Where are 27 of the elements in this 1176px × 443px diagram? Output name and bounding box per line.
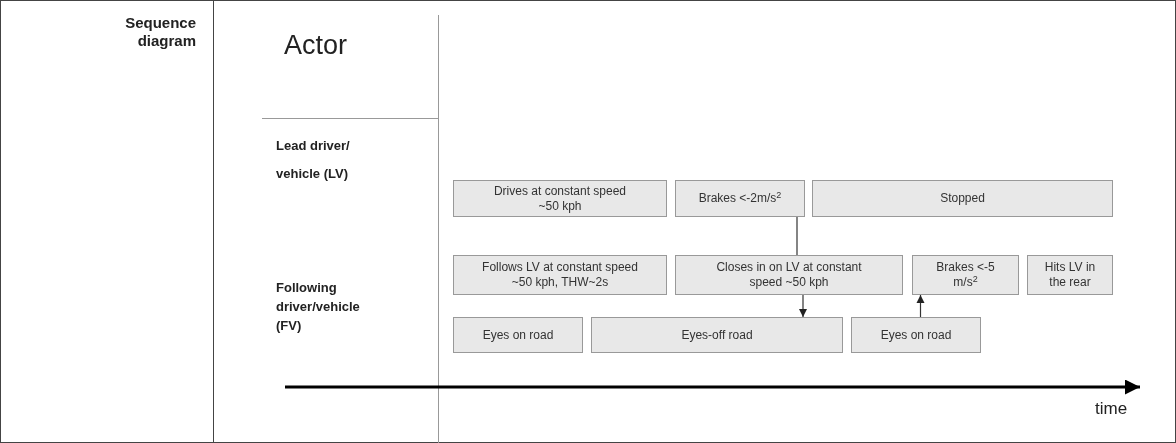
actor-label: Lead driver/ vehicle (LV) bbox=[276, 137, 351, 183]
header-label: Actor bbox=[284, 29, 348, 62]
event-box bbox=[453, 180, 667, 217]
box-text: Drives at constant speed ~50 kph bbox=[492, 183, 628, 214]
box-text: Eyes on road bbox=[482, 327, 554, 343]
box-text: Brakes <-2m/s$^{2}$ bbox=[698, 191, 782, 206]
event-box bbox=[591, 317, 843, 353]
row-label: Sequence diagram bbox=[124, 14, 196, 50]
box-text: Hits LV in the rear bbox=[1043, 260, 1097, 290]
event-box bbox=[675, 255, 903, 295]
event-box bbox=[675, 180, 805, 217]
box-text: Eyes on road bbox=[880, 327, 952, 343]
actor-label: Following driver/vehicle (FV) bbox=[276, 279, 361, 335]
box-text: Follows LV at constant speed ~50 kph, THW~2s bbox=[481, 260, 639, 290]
event-box bbox=[912, 255, 1019, 295]
event-box bbox=[812, 180, 1113, 217]
event-box bbox=[1027, 255, 1113, 295]
event-box bbox=[453, 317, 583, 353]
arrow bbox=[916, 294, 925, 318]
event-box bbox=[453, 255, 667, 295]
box-text: Stopped bbox=[940, 191, 985, 206]
axis-label: time bbox=[1095, 398, 1128, 420]
arrow bbox=[798, 294, 808, 318]
box-text: Closes in on LV at constant speed ~50 kph bbox=[716, 260, 862, 290]
event-box bbox=[851, 317, 981, 353]
box-text: Eyes-off road bbox=[681, 327, 753, 343]
box-text: Brakes <-5 m/s$^{2}$ bbox=[935, 260, 996, 290]
